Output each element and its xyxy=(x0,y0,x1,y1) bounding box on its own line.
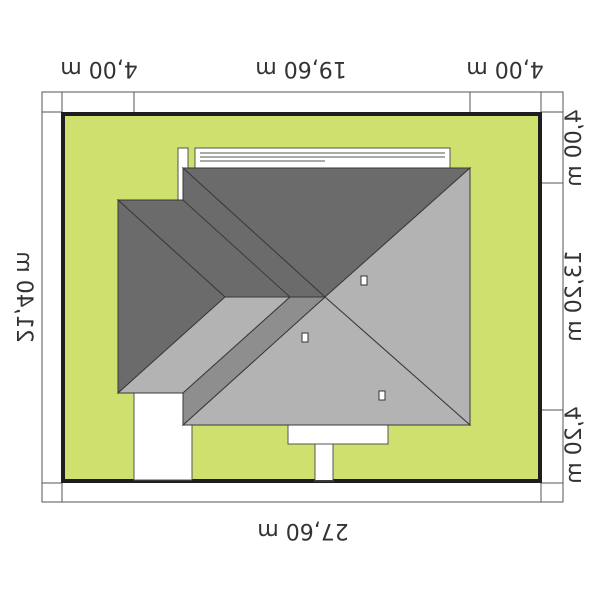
driveway xyxy=(134,385,192,480)
dimension-right-bottom: 4,20 m xyxy=(562,406,587,484)
dimension-frame xyxy=(41,91,564,503)
roof-wing-valley xyxy=(182,296,327,427)
dimension-top-left: 4,00 m xyxy=(60,56,138,81)
dimension-bottom: 27,60 m xyxy=(257,518,349,543)
skylight xyxy=(378,390,386,401)
dimension-top-center: 19,60 m xyxy=(255,56,347,81)
terrace xyxy=(195,148,450,168)
dimension-top-right: 4,00 m xyxy=(466,56,544,81)
entrance-path xyxy=(315,440,333,480)
roof xyxy=(116,166,472,427)
dimension-left: 21,40 m xyxy=(11,251,36,343)
dimension-right-middle: 13,20 m xyxy=(562,250,587,342)
skylight xyxy=(360,275,368,286)
dimension-right-top: 4,00 m xyxy=(562,109,587,187)
skylight xyxy=(301,332,309,343)
